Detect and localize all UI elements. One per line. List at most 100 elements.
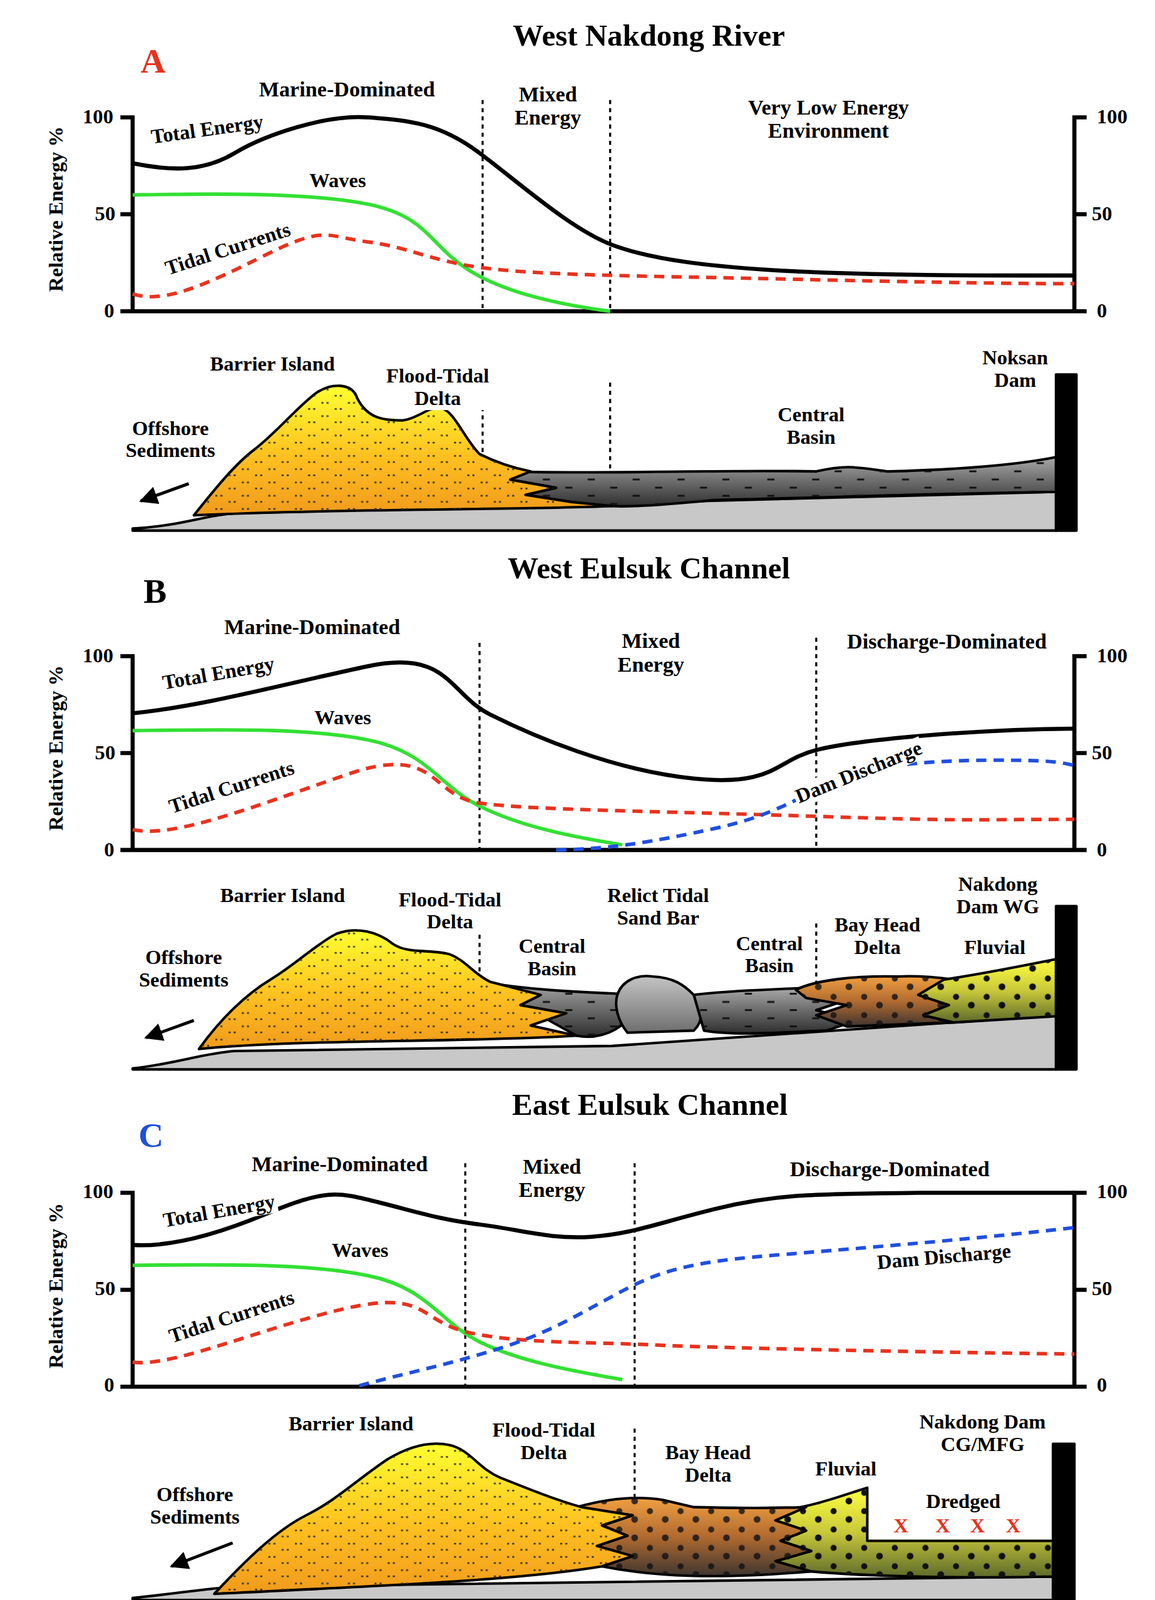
dam-label: Nakdong Dam WG [952,873,1045,919]
unit-label: Flood-Tidal Delta [482,1419,606,1465]
dam-label: Noksan Dam [978,346,1052,392]
tick-label: 0 [103,838,114,862]
tick-label: 100 [82,644,114,668]
energy-curves [132,1193,1075,1386]
curve-label: Tidal Currents [160,217,295,281]
zone-dividers [465,100,817,1501]
zone-heading: Mixed Energy [509,82,586,130]
panel-letter: A [140,41,166,81]
curve-label: Total Energy [159,652,278,695]
panel-title: West Nakdong River [512,18,786,53]
unit-label: Offshore Sediments [132,947,235,993]
cross-section [132,374,1077,531]
curve-label: Tidal Currents [164,756,299,819]
energy-curves [132,662,1075,851]
curve-label: Waves [312,706,374,730]
unit-label: Flood-Tidal Delta [374,364,501,411]
unit-label: Fluvial [815,1457,877,1481]
chart-axes [120,117,1087,312]
central-basin-mud [500,456,1057,507]
tick-label: 0 [1096,299,1107,323]
offshore-arrow [145,1020,195,1038]
tick-label: 50 [1091,202,1113,226]
waves-curve [132,729,623,846]
panel-letter: C [138,1116,164,1155]
curve-label: Total Energy [147,110,267,149]
curve-label: Waves [329,1239,391,1263]
axis-title: Relative Energy % [45,1202,68,1368]
discharge-curve [555,759,1075,850]
tick-label: 50 [95,202,116,226]
cross-section [132,1443,1075,1600]
curve-label: Dam Discharge [790,736,928,809]
unit-label: Central Basin [731,932,808,978]
unit-label: Central Basin [773,403,850,449]
panel-title: East Eulsuk Channel [512,1088,788,1122]
dredge-mark: X [970,1514,986,1538]
dam [1056,374,1077,531]
unit-label: Bay Head Delta [828,913,926,960]
zone-heading: Marine-Dominated [259,78,436,103]
unit-label: Central Basin [513,935,591,981]
mud-texture [500,456,1057,507]
gravel-texture [775,1488,1053,1578]
zone-divider [465,1163,635,1500]
tick-label: 100 [1096,644,1128,668]
discharge-curve [359,1227,1075,1386]
panel-letter: B [143,572,167,611]
cross-section [132,906,1077,1070]
unit-label: Barrier Island [220,884,345,908]
unit-label: Relict Tidal Sand Bar [599,884,717,930]
dam [1052,1444,1075,1600]
sand-texture [214,1443,633,1594]
waves-curve [132,1264,623,1380]
tick-label: 0 [1096,1374,1107,1397]
dam-label: Nakdong Dam CG/MFG [916,1411,1050,1457]
dredge-mark: X [935,1514,951,1538]
energy-curves [132,117,1075,312]
bay-head-delta [795,976,955,1027]
unit-label: Fluvial [964,936,1026,960]
dredge-label: Dredged [925,1490,1001,1514]
tick-label: 50 [95,741,116,765]
gravel-texture [795,976,955,1027]
unit-label: Bay Head Delta [659,1441,757,1487]
tick-label: 50 [1091,741,1113,765]
waves-curve [132,194,611,312]
zone-heading: Marine-Dominated [224,616,401,640]
curve-label: Total Energy [159,1190,279,1233]
tick-label: 100 [1096,1180,1128,1204]
tick-label: 0 [1096,838,1107,862]
barrier-sand [214,1443,633,1594]
tick-label: 0 [103,299,114,323]
tick-label: 50 [95,1277,116,1301]
curve-label: Tidal Currents [164,1285,299,1349]
tick-label: 50 [1091,1277,1113,1301]
fluvial-deposit [918,959,1057,1023]
zone-heading: Marine-Dominated [251,1152,428,1177]
relict-sand-bar [616,975,702,1033]
panel-title: West Eulsuk Channel [507,551,791,586]
fluvial-deposit [775,1488,1053,1578]
tick-label: 100 [82,105,114,129]
gravel-texture [918,959,1057,1023]
chart-axes [120,1193,1087,1388]
dam [1056,906,1077,1070]
axis-title: Relative Energy % [45,665,68,831]
unit-label: Offshore Sediments [119,417,222,463]
curve-label: Waves [307,169,369,193]
tick-label: 100 [82,1180,114,1204]
unit-label: Barrier Island [209,353,335,376]
zone-heading: Discharge-Dominated [847,629,1047,654]
axis-frame [120,117,1087,312]
curve-label: Dam Discharge [873,1240,1014,1275]
dredge-mark: X [893,1514,909,1538]
unit-label: Offshore Sediments [143,1483,247,1529]
dredge-mark: X [1006,1514,1022,1538]
offshore-arrow [171,1543,233,1567]
chart-axes [120,656,1087,851]
zone-heading: Discharge-Dominated [790,1157,990,1182]
unit-label: Barrier Island [288,1412,414,1436]
